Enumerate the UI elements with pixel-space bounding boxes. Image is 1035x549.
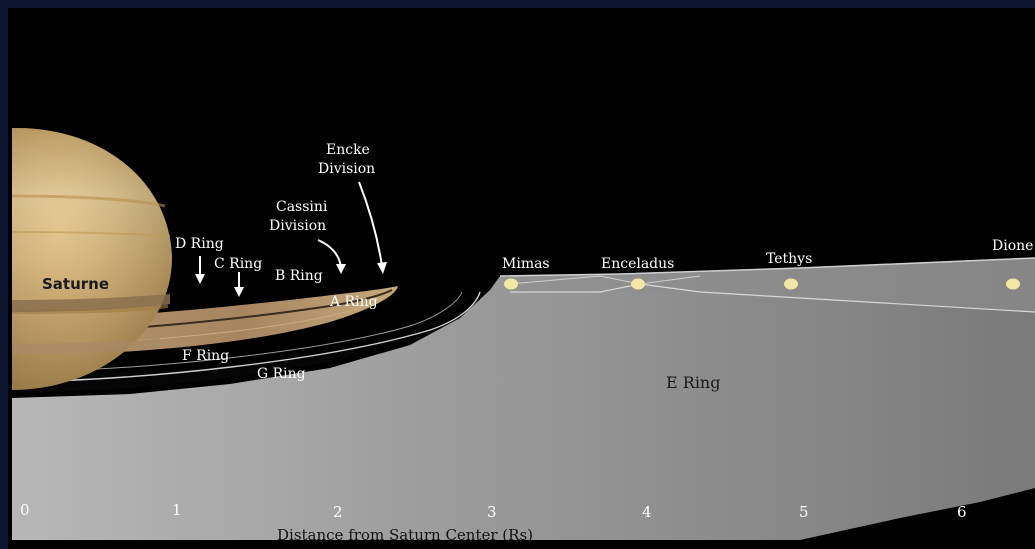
planet-label: Saturne (42, 275, 109, 293)
e-ring-region (12, 258, 1035, 540)
f-ring-arc (11, 291, 463, 373)
b-ring-label: B Ring (275, 268, 323, 284)
mimas-label: Mimas (502, 256, 550, 272)
c-ring-arrow (234, 272, 244, 297)
tethys-label: Tethys (766, 251, 812, 267)
dione-label: Dione (992, 238, 1033, 254)
axis-tick-5: 5 (799, 503, 809, 521)
e-ring-edge-line (499, 257, 1035, 277)
dione-moon-dot (1006, 278, 1020, 290)
tethys-moon-dot (784, 278, 798, 290)
cassini-arrow (317, 239, 346, 274)
axis-tick-0: 0 (20, 501, 30, 519)
axis-tick-2: 2 (333, 503, 343, 521)
a-ring-label: A Ring (329, 294, 378, 310)
enceladus-moon-dot (631, 278, 645, 290)
f-ring-label: F Ring (182, 348, 229, 364)
e-ring-label: E Ring (666, 373, 720, 392)
g-ring-label: G Ring (257, 366, 306, 382)
c-ring-label: C Ring (214, 256, 262, 272)
axis-tick-4: 4 (642, 503, 652, 521)
axis-tick-1: 1 (172, 501, 182, 519)
axis-tick-3: 3 (487, 503, 497, 521)
distance-axis: 0 1 2 3 4 5 6 Distance from Saturn Cente… (20, 501, 967, 544)
axis-title: Distance from Saturn Center (Rs) (277, 526, 533, 544)
d-ring-arrow (195, 256, 205, 284)
axis-tick-6: 6 (957, 503, 967, 521)
encke-label-line1: Encke (326, 142, 370, 158)
g-ring-arc (11, 291, 481, 383)
mimas-moon-dot (504, 278, 518, 290)
e-ring-inner-band (500, 258, 1035, 312)
d-ring-label: D Ring (175, 236, 224, 252)
saturn-planet (11, 127, 172, 391)
moon-orbit-line-upper (509, 275, 701, 285)
moon-orbit-line (510, 283, 1035, 313)
cassini-label-line1: Cassini (276, 199, 328, 215)
encke-label-line2: Division (318, 161, 375, 177)
cassini-label-line2: Division (269, 218, 326, 234)
enceladus-label: Enceladus (601, 256, 674, 272)
encke-arrow (358, 181, 387, 274)
